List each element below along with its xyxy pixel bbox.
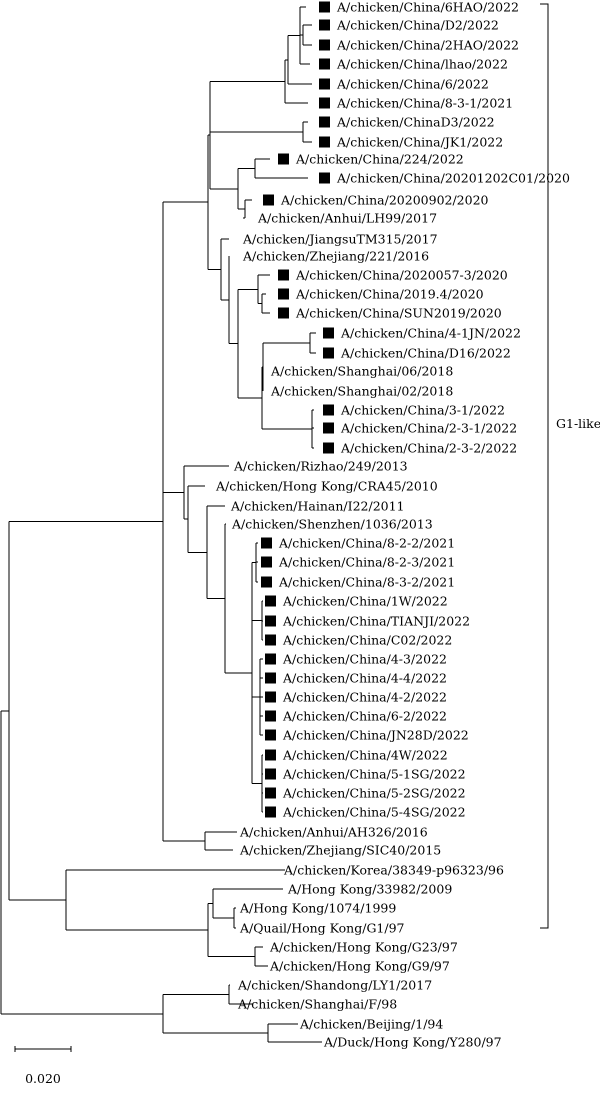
leaf-label: A/chicken/China/D16/2022 (340, 346, 511, 361)
square-marker-icon (278, 269, 289, 281)
square-marker-icon (265, 729, 276, 741)
leaf-label: A/chicken/China/224/2022 (295, 152, 464, 167)
square-marker-icon (261, 556, 272, 568)
square-marker-icon (323, 422, 334, 434)
square-marker-icon (319, 136, 330, 148)
leaf-label: A/chicken/China/8-3-2/2021 (278, 575, 455, 590)
square-marker-icon (265, 634, 276, 646)
clade-bracket-line (540, 3, 549, 929)
leaf-label: A/chicken/China/2020057-3/2020 (295, 268, 508, 283)
leaf-label: A/chicken/Anhui/AH326/2016 (239, 825, 428, 840)
leaf-label: A/chicken/ChinaD3/2022 (336, 115, 495, 130)
leaf-label: A/chicken/Hong Kong/CRA45/2010 (215, 479, 438, 494)
leaf-label: A/chicken/China/20201202C01/2020 (336, 171, 570, 186)
leaf-label: A/chicken/Beijing/1/94 (299, 1017, 443, 1032)
leaf-label: A/chicken/China/8-2-2/2021 (278, 536, 455, 551)
leaf-label: A/chicken/JiangsuTM315/2017 (242, 232, 438, 247)
square-marker-icon (278, 153, 289, 165)
square-marker-icon (319, 78, 330, 90)
square-marker-icon (265, 749, 276, 761)
leaf-label: A/chicken/China/lhao/2022 (336, 57, 508, 72)
clade-label: G1-like (556, 416, 600, 431)
leaf-label: A/chicken/China/4-3/2022 (282, 652, 447, 667)
square-marker-icon (265, 710, 276, 722)
scale-bar-line (14, 1046, 72, 1052)
square-marker-icon (319, 116, 330, 128)
tree-branch-lines (0, 6, 322, 1043)
square-marker-icon (319, 97, 330, 109)
square-marker-icon (319, 39, 330, 51)
leaf-label: A/chicken/Hong Kong/G23/97 (269, 940, 458, 955)
leaf-label: A/chicken/China/6-2/2022 (282, 709, 447, 724)
leaf-label: A/chicken/China/5-4SG/2022 (282, 805, 466, 820)
scale-bar-label: 0.020 (25, 1071, 61, 1086)
leaf-label: A/chicken/Shandong/LY1/2017 (237, 978, 432, 993)
leaf-label: A/chicken/China/2019.4/2020 (295, 287, 484, 302)
square-marker-icon (323, 404, 334, 416)
leaf-label: A/chicken/China/20200902/2020 (280, 193, 489, 208)
square-marker-icon (278, 288, 289, 300)
square-marker-icon (323, 327, 334, 339)
square-marker-icon (319, 19, 330, 31)
tree-leaves: A/chicken/China/6HAO/2022A/chicken/China… (215, 0, 570, 1050)
leaf-label: A/chicken/China/6/2022 (336, 77, 489, 92)
leaf-label: A/chicken/China/5-2SG/2022 (282, 786, 466, 801)
square-marker-icon (265, 691, 276, 703)
leaf-label: A/chicken/China/2HAO/2022 (336, 38, 519, 53)
leaf-label: A/chicken/China/6HAO/2022 (336, 0, 519, 15)
leaf-label: A/chicken/Shanghai/06/2018 (270, 364, 453, 379)
square-marker-icon (265, 595, 276, 607)
leaf-label: A/chicken/Rizhao/249/2013 (233, 459, 408, 474)
leaf-label: A/chicken/China/D2/2022 (336, 18, 499, 33)
square-marker-icon (319, 172, 330, 184)
leaf-label: A/chicken/Shanghai/F/98 (237, 997, 397, 1012)
leaf-label: A/chicken/China/4W/2022 (282, 748, 448, 763)
leaf-label: A/chicken/China/JN28D/2022 (282, 728, 469, 743)
square-marker-icon (263, 194, 274, 206)
leaf-label: A/Hong Kong/1074/1999 (239, 901, 396, 916)
leaf-label: A/chicken/Shanghai/02/2018 (270, 384, 453, 399)
leaf-label: A/chicken/China/5-1SG/2022 (282, 767, 466, 782)
leaf-label: A/chicken/China/3-1/2022 (340, 403, 505, 418)
square-marker-icon (323, 347, 334, 359)
leaf-label: A/chicken/China/8-3-1/2021 (336, 96, 513, 111)
leaf-label: A/chicken/Zhejiang/221/2016 (242, 249, 429, 264)
square-marker-icon (265, 653, 276, 665)
scale-bar: 0.020 (14, 1046, 72, 1086)
leaf-label: A/chicken/China/1W/2022 (282, 594, 448, 609)
square-marker-icon (261, 537, 272, 549)
square-marker-icon (265, 672, 276, 684)
leaf-label: A/chicken/China/4-2/2022 (282, 690, 447, 705)
square-marker-icon (319, 58, 330, 70)
leaf-label: A/chicken/Korea/38349-p96323/96 (283, 863, 504, 878)
tree-branches (0, 6, 322, 1043)
leaf-label: A/chicken/China/JK1/2022 (336, 135, 503, 150)
leaf-label: A/chicken/Shenzhen/1036/2013 (231, 517, 433, 532)
square-marker-icon (265, 806, 276, 818)
leaf-label: A/chicken/China/8-2-3/2021 (278, 555, 455, 570)
leaf-label: A/Duck/Hong Kong/Y280/97 (323, 1035, 502, 1050)
leaf-label: A/chicken/China/4-1JN/2022 (340, 326, 521, 341)
leaf-label: A/chicken/Hong Kong/G9/97 (269, 959, 450, 974)
leaf-label: A/Quail/Hong Kong/G1/97 (239, 921, 405, 936)
square-marker-icon (278, 307, 289, 319)
square-marker-icon (265, 615, 276, 627)
square-marker-icon (319, 1, 330, 13)
leaf-label: A/chicken/Anhui/LH99/2017 (257, 211, 437, 226)
leaf-label: A/chicken/China/C02/2022 (282, 633, 452, 648)
square-marker-icon (261, 576, 272, 588)
square-marker-icon (265, 768, 276, 780)
leaf-label: A/Hong Kong/33982/2009 (287, 882, 452, 897)
leaf-label: A/chicken/China/SUN2019/2020 (295, 306, 502, 321)
square-marker-icon (323, 442, 334, 454)
leaf-label: A/chicken/China/2-3-1/2022 (340, 421, 517, 436)
clade-bracket: G1-like (540, 3, 600, 929)
leaf-label: A/chicken/China/2-3-2/2022 (340, 441, 517, 456)
leaf-label: A/chicken/Zhejiang/SIC40/2015 (239, 843, 441, 858)
square-marker-icon (265, 787, 276, 799)
leaf-label: A/chicken/China/4-4/2022 (282, 671, 447, 686)
leaf-label: A/chicken/China/TIANJI/2022 (282, 614, 470, 629)
leaf-label: A/chicken/Hainan/I22/2011 (230, 499, 405, 514)
